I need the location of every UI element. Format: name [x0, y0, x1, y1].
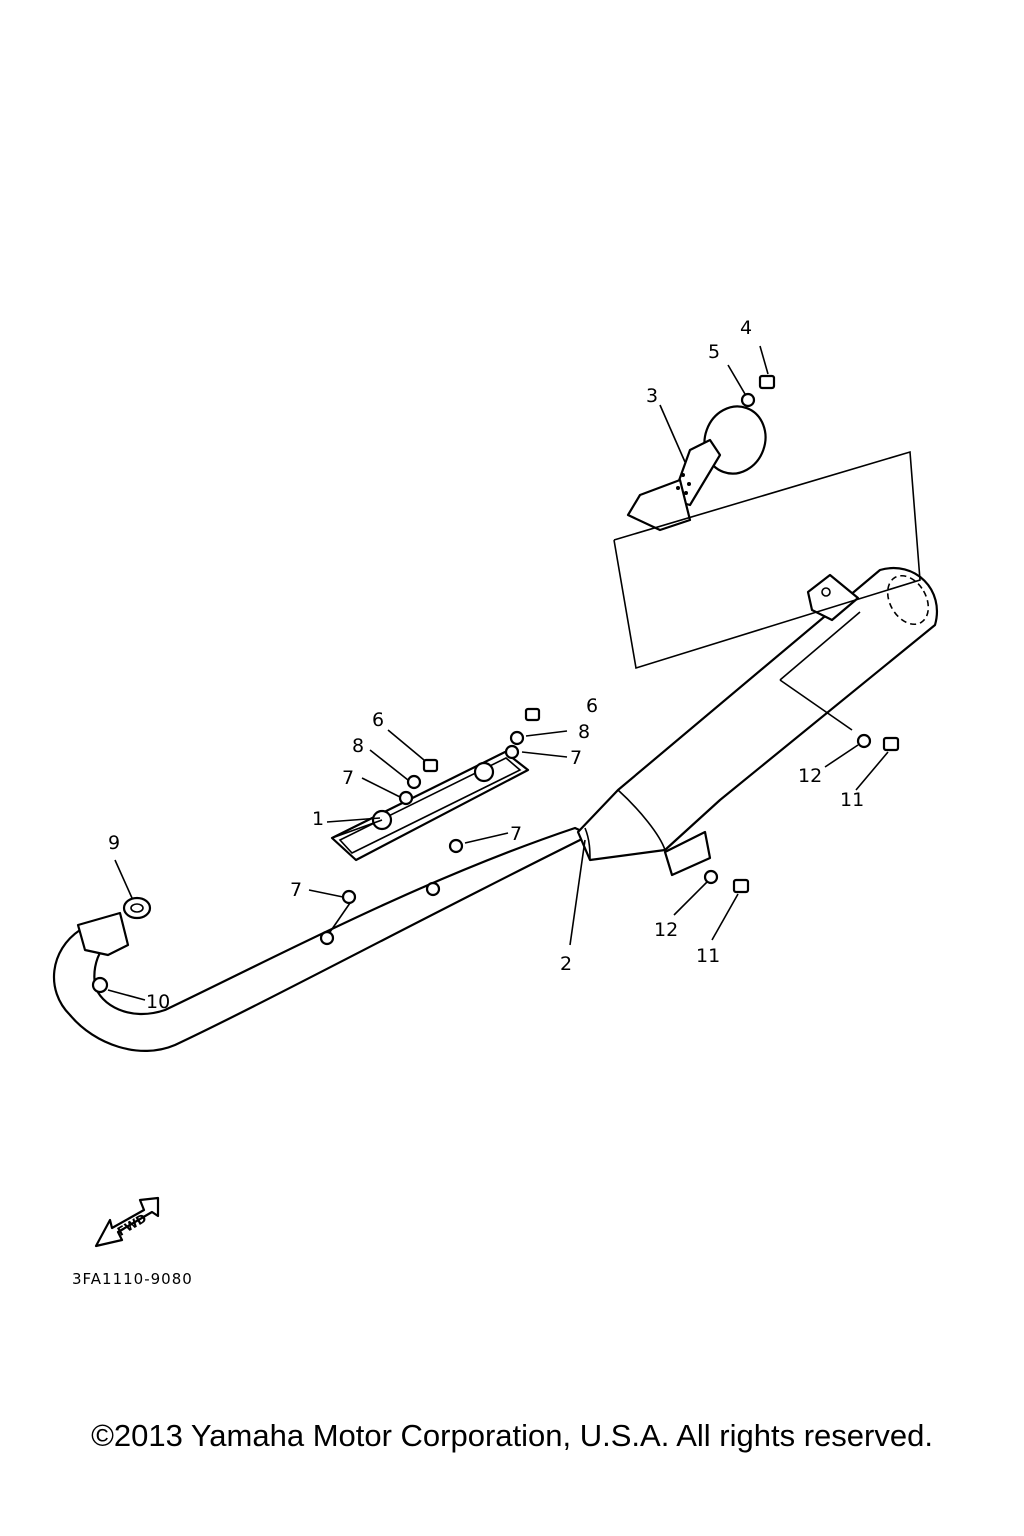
- washer-12-rear: [856, 733, 872, 749]
- callout-12-rear: 12: [798, 765, 822, 787]
- nut-10: [91, 976, 109, 994]
- callout-11-front: 11: [696, 945, 720, 967]
- grommet-7a: [398, 790, 414, 806]
- washer-5: [740, 392, 756, 408]
- grommet-mount-a: [425, 881, 441, 897]
- callout-3: 3: [646, 385, 658, 407]
- callout-12-front: 12: [654, 919, 678, 941]
- fwd-arrow-icon: FWD: [94, 1196, 160, 1248]
- bolt-6-left: [422, 758, 439, 773]
- callout-6-right: 6: [586, 695, 598, 717]
- callout-11-rear: 11: [840, 789, 864, 811]
- heat-protector: [330, 750, 530, 862]
- callout-10: 10: [146, 991, 170, 1013]
- callout-8-left: 8: [352, 735, 364, 757]
- callout-8-right: 8: [578, 721, 590, 743]
- grommet-7d: [341, 889, 357, 905]
- grommet-mount-b: [319, 930, 335, 946]
- grommet-7c: [448, 838, 464, 854]
- callout-4: 4: [740, 317, 752, 339]
- callout-7c: 7: [510, 823, 522, 845]
- leader-lines: [107, 345, 889, 1001]
- bolt-11-rear: [882, 736, 900, 752]
- bolt-6-right: [524, 707, 541, 722]
- gasket-9: [122, 896, 152, 920]
- callout-7d: 7: [290, 879, 302, 901]
- bolt-4: [758, 374, 776, 390]
- copyright-notice: ©2013 Yamaha Motor Corporation, U.S.A. A…: [91, 1418, 933, 1453]
- nut-8-left: [406, 774, 422, 790]
- nut-8-right: [509, 730, 525, 746]
- callouts: 1 2 3 4 5 6 6 7 7 7 7 8 8 9 10 11 11 12 …: [108, 317, 864, 1013]
- bolt-11-front: [732, 878, 750, 894]
- drawing-code: 3FA1110-9080: [72, 1270, 193, 1288]
- muffler-body: [576, 567, 938, 877]
- flange: [76, 911, 130, 957]
- fwd-label: FWD: [115, 1211, 149, 1239]
- callout-7a: 7: [342, 767, 354, 789]
- callout-9: 9: [108, 832, 120, 854]
- callout-5: 5: [708, 341, 720, 363]
- callout-2: 2: [560, 953, 572, 975]
- grommet-7b: [504, 744, 520, 760]
- callout-1: 1: [312, 808, 324, 830]
- callout-6-left: 6: [372, 709, 384, 731]
- silencer-insert: [613, 405, 921, 670]
- washer-12-front: [703, 869, 719, 885]
- callout-7b: 7: [570, 747, 582, 769]
